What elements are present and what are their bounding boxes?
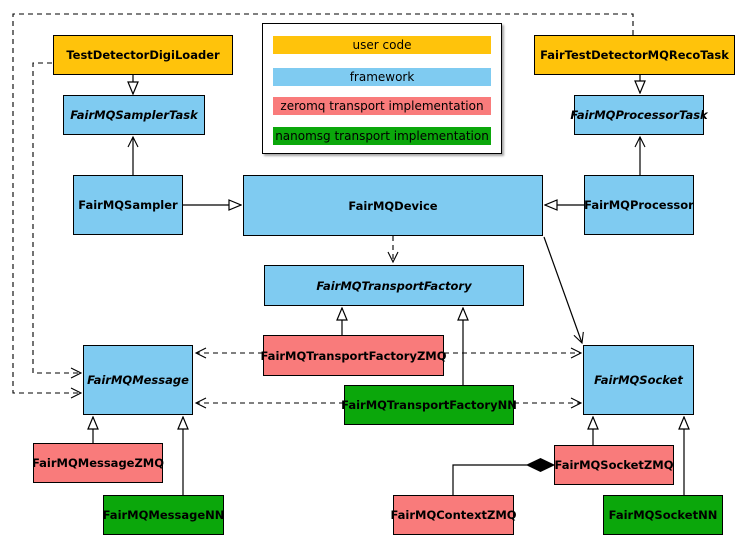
legend-item-framework: framework xyxy=(273,68,491,86)
legend-item-nanomsg: nanomsg transport implementation xyxy=(273,127,491,145)
node-fairmqsamplertask: FairMQSamplerTask xyxy=(63,95,205,135)
node-fairmqprocessor: FairMQProcessor xyxy=(584,175,694,235)
node-fairmqsampler: FairMQSampler xyxy=(73,175,183,235)
node-fairmqmessagenn: FairMQMessageNN xyxy=(103,495,224,535)
node-fairmqdevice: FairMQDevice xyxy=(243,175,543,236)
composition-diamond-icon xyxy=(525,457,556,473)
node-fairmqsocketnn: FairMQSocketNN xyxy=(603,495,723,535)
legend: user code framework zeromq transport imp… xyxy=(262,23,502,154)
legend-item-zeromq: zeromq transport implementation xyxy=(273,97,491,115)
node-fairmqtransportfactorynn: FairMQTransportFactoryNN xyxy=(341,385,517,425)
node-fairmqcontextzmq: FairMQContextZMQ xyxy=(390,495,517,535)
node-testdetectordigiloader: TestDetectorDigiLoader xyxy=(53,35,233,75)
composition-contextzmq-socketzmq-line xyxy=(452,464,527,495)
node-fairmqsocket: FairMQSocket xyxy=(583,345,694,415)
node-fairtestdetectormqrecotask: FairTestDetectorMQRecoTask xyxy=(534,35,735,75)
dependency-recotask-message xyxy=(12,13,634,399)
association-device-socket xyxy=(543,236,584,345)
node-fairmqsocketzmq: FairMQSocketZMQ xyxy=(554,445,674,485)
dependency-digiloader-message xyxy=(32,62,83,379)
node-fairmqprocessortask: FairMQProcessorTask xyxy=(570,95,708,135)
legend-item-user-code: user code xyxy=(273,36,491,54)
node-fairmqmessagezmq: FairMQMessageZMQ xyxy=(32,443,164,483)
node-fairmqtransportfactoryzmq: FairMQTransportFactoryZMQ xyxy=(261,335,447,376)
node-fairmqmessage: FairMQMessage xyxy=(83,345,193,415)
node-fairmqtransportfactory: FairMQTransportFactory xyxy=(264,265,524,306)
